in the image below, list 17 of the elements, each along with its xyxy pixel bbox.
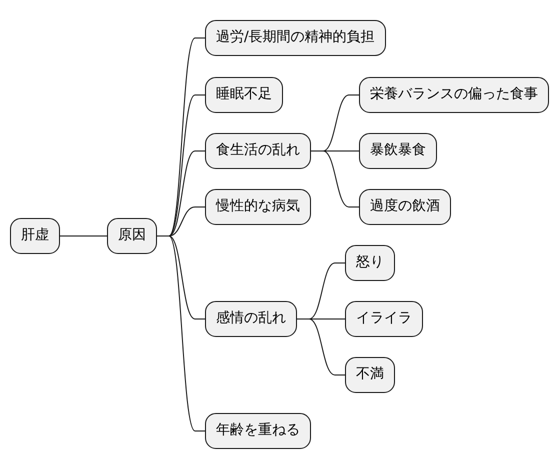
topic-box: イライラ [345,301,423,337]
topic-box: 栄養バランスの偏った食事 [359,77,549,113]
topic-box: 肝虚 [10,218,60,254]
topic-box: 慢性的な病気 [205,189,311,225]
topic-box: 暴飲暴食 [359,133,437,169]
connector-line [296,318,346,376]
topic-box: 過労/長期間の精神的負担 [205,20,386,56]
topic-box: 不満 [345,357,395,393]
topic-box: 怒り [345,245,395,281]
topic-box: 原因 [107,218,157,254]
connector-line [156,236,206,432]
topic-box: 睡眠不足 [205,77,283,113]
topic-box: 食生活の乱れ [205,133,311,169]
connector-line [310,150,360,208]
topic-box: 年齢を重ねる [205,413,311,449]
topic-box: 過度の飲酒 [359,189,451,225]
topic-box: 感情の乱れ [205,301,297,337]
